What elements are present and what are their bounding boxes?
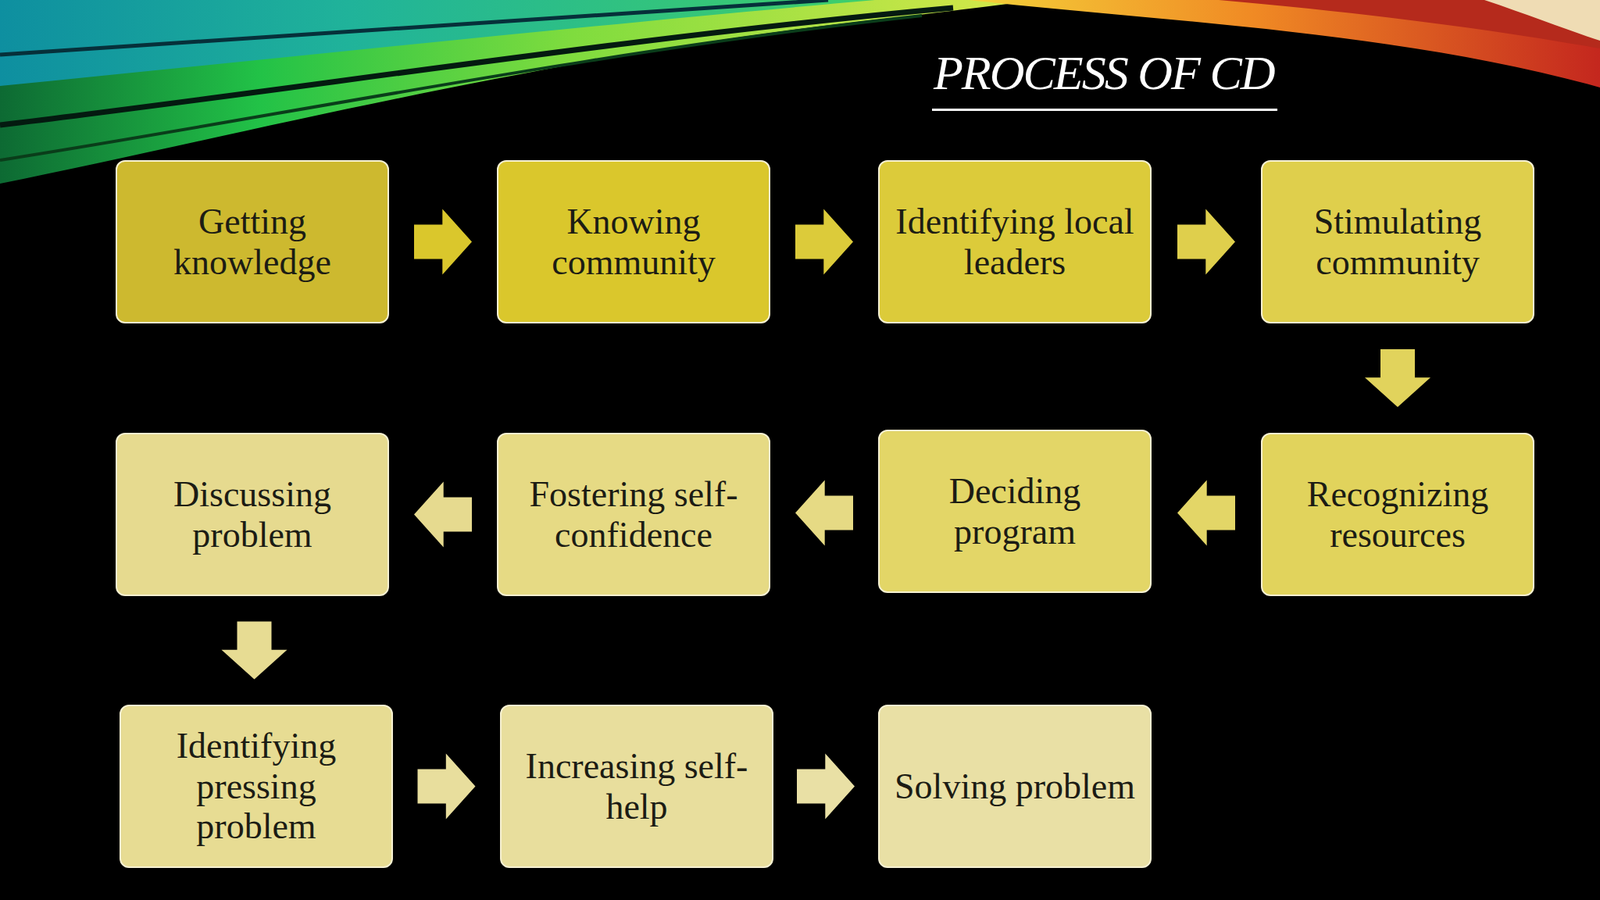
block-arrow (1177, 480, 1236, 547)
box-label: Fostering self-confidence (510, 474, 757, 556)
box-label: Identifying local leaders (892, 201, 1138, 283)
process-box: Recognizing resources (1260, 432, 1535, 597)
block-arrow (796, 753, 855, 820)
block-arrow (414, 209, 472, 275)
block-arrow (417, 753, 476, 820)
box-label: Knowing community (510, 201, 757, 283)
box-label: Deciding program (892, 471, 1138, 553)
block-arrow (1364, 349, 1431, 408)
process-box: Fostering self-confidence (496, 432, 771, 597)
process-box: Stimulating community (1260, 160, 1535, 324)
process-box: Identifying pressing problem (119, 704, 393, 868)
block-arrow (414, 482, 472, 548)
block-arrow (795, 480, 854, 547)
box-label: Stimulating community (1275, 201, 1521, 283)
process-box: Deciding program (878, 429, 1152, 593)
slide-title: PROCESS OF CD (932, 45, 1278, 111)
block-arrow (795, 209, 854, 275)
process-box: Knowing community (496, 160, 771, 324)
box-label: Identifying pressing problem (133, 725, 379, 848)
box-label: Discussing problem (129, 474, 375, 556)
process-box: Getting knowledge (115, 160, 390, 324)
box-label: Increasing self-help (514, 746, 760, 828)
process-box: Increasing self-help (500, 704, 774, 868)
box-label: Getting knowledge (129, 201, 375, 283)
process-box: Identifying local leaders (878, 160, 1152, 324)
box-label: Recognizing resources (1275, 474, 1521, 556)
block-arrow (221, 621, 288, 680)
process-box: Solving problem (878, 704, 1152, 868)
box-label: Solving problem (892, 766, 1138, 808)
process-box: Discussing problem (115, 432, 390, 597)
block-arrow (1177, 209, 1236, 275)
